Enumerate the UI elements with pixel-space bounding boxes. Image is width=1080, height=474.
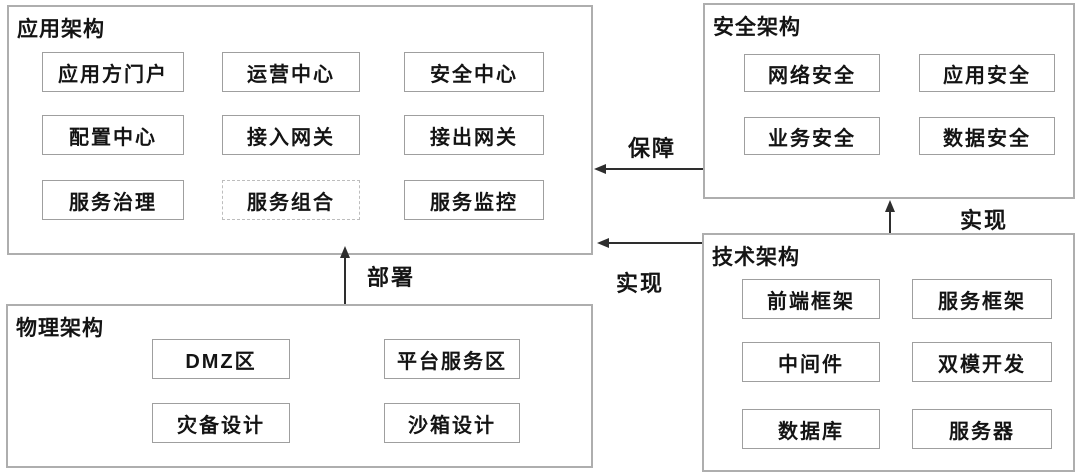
- node-outbound-gateway: 接出网关: [404, 115, 544, 155]
- panel-physical-architecture: 物理架构 DMZ区 平台服务区 灾备设计 沙箱设计: [6, 304, 593, 468]
- node-service-framework: 服务框架: [912, 279, 1052, 319]
- node-sandbox-design: 沙箱设计: [384, 403, 520, 443]
- arrowhead-left-realization-icon: [597, 238, 609, 248]
- node-database: 数据库: [742, 409, 880, 449]
- node-service-composition: 服务组合: [222, 180, 360, 220]
- arrow-line-realization-v: [889, 211, 891, 233]
- panel-technical-architecture: 技术架构 前端框架 服务框架 中间件 双模开发 数据库 服务器: [702, 233, 1075, 472]
- panel-security-architecture: 安全架构 网络安全 应用安全 业务安全 数据安全: [703, 3, 1075, 199]
- arrow-line-assurance: [605, 168, 703, 170]
- node-network-security: 网络安全: [744, 54, 880, 92]
- arrowhead-up-deployment-icon: [340, 246, 350, 258]
- arrow-label-realization-h: 实现: [616, 271, 665, 296]
- node-app-portal: 应用方门户: [42, 52, 184, 92]
- node-frontend-framework: 前端框架: [742, 279, 880, 319]
- arrow-label-realization-v: 实现: [960, 208, 1009, 233]
- node-platform-service-zone: 平台服务区: [384, 339, 520, 379]
- arrow-label-deployment: 部署: [367, 265, 416, 290]
- panel-title-physical: 物理架构: [16, 317, 104, 340]
- panel-title-application: 应用架构: [17, 18, 105, 41]
- node-disaster-recovery: 灾备设计: [152, 403, 290, 443]
- panel-title-technical: 技术架构: [712, 246, 800, 269]
- node-config-center: 配置中心: [42, 115, 184, 155]
- node-operation-center: 运营中心: [222, 52, 360, 92]
- panel-application-architecture: 应用架构 应用方门户 运营中心 安全中心 配置中心 接入网关 接出网关 服务治理…: [7, 5, 593, 255]
- node-dmz-zone: DMZ区: [152, 339, 290, 379]
- node-inbound-gateway: 接入网关: [222, 115, 360, 155]
- arrow-line-realization-h: [608, 242, 702, 244]
- node-bimodal-dev: 双模开发: [912, 342, 1052, 382]
- node-business-security: 业务安全: [744, 117, 880, 155]
- arrowhead-left-assurance-icon: [594, 164, 606, 174]
- panel-title-security: 安全架构: [713, 16, 801, 39]
- node-security-center: 安全中心: [404, 52, 544, 92]
- arrow-line-deployment: [344, 257, 346, 304]
- node-service-governance: 服务治理: [42, 180, 184, 220]
- node-middleware: 中间件: [742, 342, 880, 382]
- node-application-security: 应用安全: [919, 54, 1055, 92]
- arrow-label-assurance: 保障: [628, 136, 677, 161]
- node-data-security: 数据安全: [919, 117, 1055, 155]
- node-service-monitoring: 服务监控: [404, 180, 544, 220]
- node-server: 服务器: [912, 409, 1052, 449]
- arrowhead-up-realization-icon: [885, 200, 895, 212]
